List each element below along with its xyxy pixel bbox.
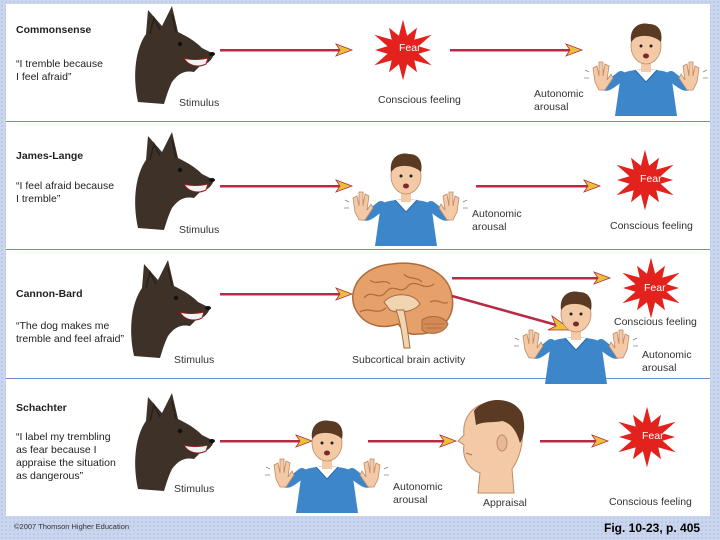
appraisal-label: Appraisal [483, 497, 527, 510]
subcortical-brain-activity-label: Subcortical brain activity [352, 354, 465, 367]
arrow-icon [368, 435, 460, 447]
theory-quote: “I label my trembling as fear because I … [16, 431, 116, 483]
arrow-icon [220, 44, 356, 56]
copyright-notice: ©2007 Thomson Higher Education [14, 522, 129, 531]
trembling-person-icon [521, 280, 631, 385]
autonomic-arousal-label: Autonomic arousal [642, 349, 692, 375]
arrow-icon [540, 435, 612, 447]
stimulus-label: Stimulus [179, 97, 219, 110]
theory-quote: “I tremble because I feel afraid” [16, 58, 103, 84]
head-profile-icon [454, 395, 534, 495]
conscious-feeling-label: Conscious feeling [378, 94, 461, 107]
theory-name: Cannon-Bard [16, 288, 83, 300]
trembling-person-icon [591, 12, 701, 117]
panel-commonsense: Commonsense “I tremble because I feel af… [6, 4, 710, 121]
autonomic-arousal-label: Autonomic arousal [472, 208, 522, 234]
autonomic-arousal-label: Autonomic arousal [534, 88, 584, 114]
theory-name: Commonsense [16, 24, 91, 36]
panel-james-lange: James-Lange “I feel afraid because I tre… [6, 122, 710, 249]
dog-icon [128, 130, 218, 230]
autonomic-arousal-label: Autonomic arousal [393, 481, 443, 507]
stimulus-label: Stimulus [174, 483, 214, 496]
fear-label: Fear [399, 42, 421, 55]
arrow-icon [220, 180, 356, 192]
fear-label: Fear [644, 282, 666, 295]
theory-quote: “I feel afraid because I tremble” [16, 180, 114, 206]
dog-icon [128, 4, 218, 104]
theory-name: Schachter [16, 402, 67, 414]
emotion-theories-figure: Commonsense “I tremble because I feel af… [6, 4, 710, 516]
fear-label: Fear [642, 430, 664, 443]
panel-cannon-bard: Cannon-Bard “The dog makes me tremble an… [6, 250, 710, 378]
dog-icon [124, 258, 214, 358]
trembling-person-icon [351, 142, 461, 247]
stimulus-label: Stimulus [174, 354, 214, 367]
conscious-feeling-label: Conscious feeling [610, 220, 693, 233]
arrow-icon [476, 180, 604, 192]
figure-caption: Fig. 10-23, p. 405 [604, 521, 700, 535]
stimulus-label: Stimulus [179, 224, 219, 237]
conscious-feeling-label: Conscious feeling [609, 496, 692, 509]
trembling-person-icon [272, 409, 382, 514]
brain-icon [344, 258, 458, 350]
arrow-icon [220, 288, 356, 300]
theory-name: James-Lange [16, 150, 83, 162]
panel-schachter: Schachter “I label my trembling as fear … [6, 379, 710, 516]
fear-label: Fear [640, 173, 662, 186]
theory-quote: “The dog makes me tremble and feel afrai… [16, 320, 124, 346]
dog-icon [128, 391, 218, 491]
arrow-icon [450, 44, 586, 56]
